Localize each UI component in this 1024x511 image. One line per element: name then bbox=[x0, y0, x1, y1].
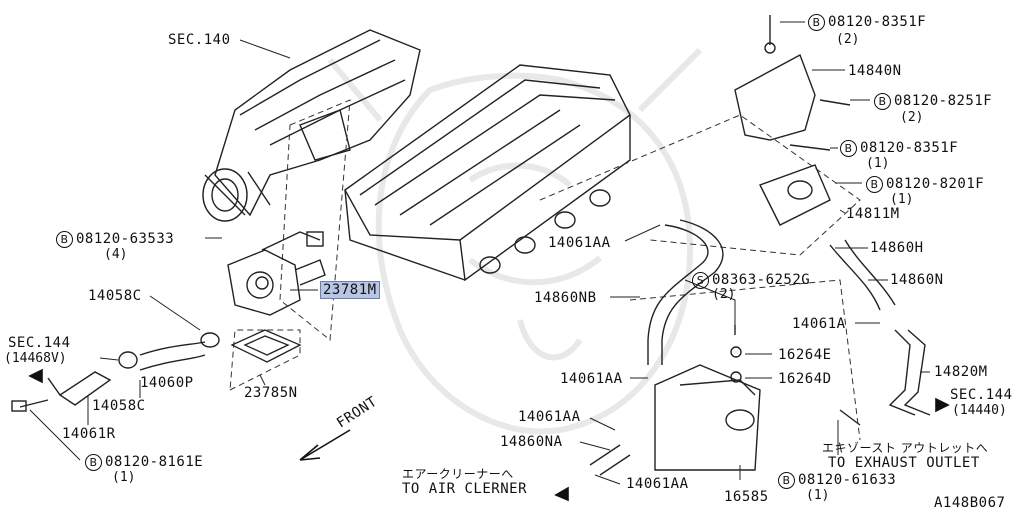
label-exhaust-jp: エキゾースト アウトレットへ bbox=[822, 441, 989, 455]
watermark bbox=[327, 47, 703, 435]
arrow-right-icon bbox=[935, 397, 950, 413]
label-23785n: 23785N bbox=[244, 385, 298, 401]
label-14058c-top: 14058C bbox=[88, 288, 142, 304]
label-to-air: TO AIR CLERNER bbox=[402, 481, 528, 497]
qty-08120-8161e: (1) bbox=[112, 470, 136, 485]
label-14860na: 14860NA bbox=[500, 434, 563, 450]
label-14860h: 14860H bbox=[870, 240, 924, 256]
label-14061aa-bottom: 14061AA bbox=[626, 476, 689, 492]
qty-08120-8351f-mid: (1) bbox=[866, 156, 890, 171]
part-number: 08363-6252G bbox=[712, 272, 811, 288]
label-14060p: 14060P bbox=[140, 375, 194, 391]
label-14840n: 14840N bbox=[848, 63, 902, 79]
qty-08120-63533: (4) bbox=[104, 247, 128, 262]
arrow-lower-icon bbox=[554, 486, 569, 502]
part-number: 08120-8351F bbox=[828, 14, 927, 30]
label-exhaust: TO EXHAUST OUTLET bbox=[828, 455, 980, 471]
diagram-id: A148B067 bbox=[934, 495, 1006, 511]
label-14058c-bottom: 14058C bbox=[92, 398, 146, 414]
qty-08120-8201f: (1) bbox=[890, 192, 914, 207]
qty-08363-6252g: (2) bbox=[712, 287, 736, 302]
label-sec144-right: SEC.144 bbox=[950, 387, 1013, 403]
label-14860nb: 14860NB bbox=[534, 290, 597, 306]
label-14061r: 14061R bbox=[62, 426, 116, 442]
arrow-left-icon bbox=[28, 368, 43, 384]
label-16264d: 16264D bbox=[778, 371, 832, 387]
part-number: 08120-8351F bbox=[860, 140, 959, 156]
label-14820m: 14820M bbox=[934, 364, 988, 380]
bolt-marker-icon: B bbox=[778, 472, 795, 489]
bolt-marker-icon: B bbox=[874, 93, 891, 110]
label-sec144-left: SEC.144 bbox=[8, 335, 71, 351]
leader-lines bbox=[29, 21, 930, 485]
label-16264e: 16264E bbox=[778, 347, 832, 363]
bolt-marker-icon: B bbox=[56, 231, 73, 248]
label-sec144-left-sub: (14468V) bbox=[4, 351, 67, 366]
label-sec140: SEC.140 bbox=[168, 32, 231, 48]
label-to-air-jp: エアークリーナーへ bbox=[402, 467, 514, 481]
part-number: 08120-63533 bbox=[76, 231, 175, 247]
right-assembly bbox=[734, 15, 931, 426]
bolt-marker-icon: B bbox=[866, 176, 883, 193]
bolt-marker-icon: B bbox=[85, 454, 102, 471]
highlighted-part: 23781M bbox=[320, 281, 380, 299]
iac-valve-23781m bbox=[227, 231, 326, 316]
intake-manifold bbox=[202, 29, 421, 222]
label-14061aa-top: 14061AA bbox=[548, 235, 611, 251]
label-14860n: 14860N bbox=[890, 272, 944, 288]
dashed-guides bbox=[229, 99, 861, 441]
label-23781m: 23781M bbox=[320, 281, 380, 299]
bolt-marker-icon: B bbox=[808, 14, 825, 31]
engine bbox=[344, 64, 631, 282]
part-number: 08120-61633 bbox=[798, 472, 897, 488]
bolt-marker-icon: B bbox=[840, 140, 857, 157]
screw-marker-icon: S bbox=[692, 272, 709, 289]
gasket-23785n bbox=[230, 329, 302, 363]
left-hoses bbox=[11, 332, 220, 412]
label-14061aa-low: 14061AA bbox=[518, 409, 581, 425]
center-hoses bbox=[589, 219, 761, 476]
qty-08120-8251f: (2) bbox=[900, 110, 924, 125]
part-number: 08120-8251F bbox=[894, 93, 993, 109]
label-14061a: 14061A bbox=[792, 316, 846, 332]
label-16585: 16585 bbox=[724, 489, 769, 505]
part-number: 08120-8201F bbox=[886, 176, 985, 192]
qty-08120-61633: (1) bbox=[806, 488, 830, 503]
direction-arrows bbox=[28, 368, 950, 502]
part-number: 08120-8161E bbox=[105, 454, 204, 470]
label-14811m: 14811M bbox=[846, 206, 900, 222]
qty-08120-8351f-top: (2) bbox=[836, 32, 860, 47]
label-sec144-right-sub: (14440) bbox=[952, 403, 1007, 418]
label-14061aa-mid: 14061AA bbox=[560, 371, 623, 387]
